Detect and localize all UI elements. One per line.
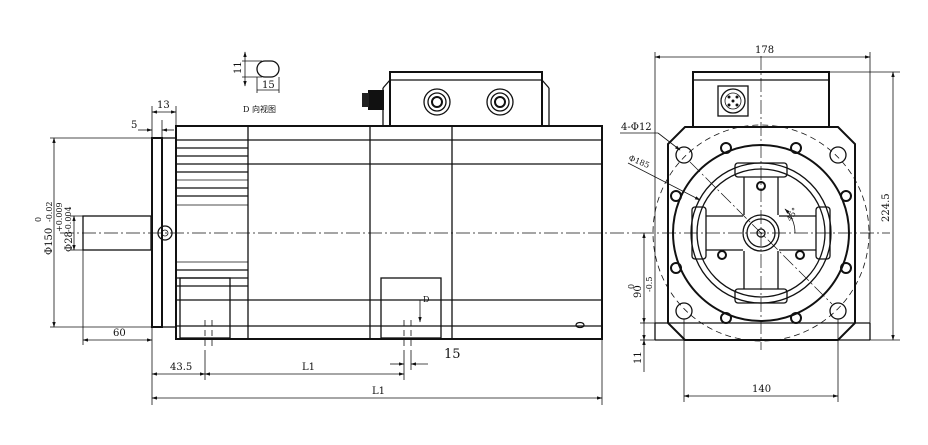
keyway-view: 11 15 D 向视图 xyxy=(233,51,280,114)
shaft-nut-icon xyxy=(157,225,173,241)
dim-shaft-length: 60 xyxy=(113,328,126,339)
foot-block-front xyxy=(179,277,231,339)
dim-shoulder: 13 xyxy=(157,100,170,111)
cable-gland-icon xyxy=(486,88,514,116)
dim-width-top: 178 xyxy=(755,45,774,56)
dim-angle: 45° xyxy=(785,206,800,223)
dim-l1-total: L1 xyxy=(372,386,385,397)
dim-flange-tol-bot: -0.02 xyxy=(45,201,54,222)
dim-flange-tol-top: 0 xyxy=(34,217,43,222)
dim-flange-dia: Φ150 xyxy=(44,228,55,255)
d-view-title: D 向视图 xyxy=(243,104,276,114)
dim-shaft-dia: Φ28 xyxy=(64,231,75,252)
dim-flange-thickness: 5 xyxy=(131,120,137,131)
dim-pcd: Φ185 xyxy=(627,154,651,171)
dim-shaft-tol-top: +0.009 xyxy=(55,202,64,232)
dim-center-tol-bot: -0.5 xyxy=(645,277,654,292)
keyway-shape xyxy=(256,60,280,78)
terminal-box xyxy=(362,71,550,127)
flange-circle xyxy=(672,144,850,322)
dim-foot-spacing: 140 xyxy=(752,384,771,395)
cable-gland-icon xyxy=(423,88,451,116)
motor-body xyxy=(175,125,603,340)
dim-offset: 43.5 xyxy=(170,362,192,373)
cooling-fins xyxy=(176,147,248,287)
keyway-width-label: 15 xyxy=(262,80,275,91)
dim-center-tol-top: 0 xyxy=(627,284,636,289)
drain-hole-icon xyxy=(575,321,585,329)
shaft-end-icon xyxy=(742,214,780,252)
connector-icon xyxy=(717,85,749,117)
cooling-slots xyxy=(691,162,831,304)
foot-block-rear xyxy=(380,277,442,339)
mounting-flange xyxy=(151,137,163,328)
dim-l1-inner: L1 xyxy=(302,362,315,373)
dim-height-total: 224.5 xyxy=(881,193,892,222)
front-view: 4-Φ12 Φ185 45° 178 224.5 90 0 -0.5 11 14… xyxy=(620,45,900,402)
dim-holes: 4-Φ12 xyxy=(621,122,652,133)
dim-center-height: 90 xyxy=(633,285,644,298)
screw-holes xyxy=(670,142,852,324)
dim-shaft-tol-bot: -0.004 xyxy=(64,206,73,232)
connector-plug-icon xyxy=(362,90,384,110)
dim-keyway-15: 15 xyxy=(444,347,461,362)
dim-foot-thickness: 11 xyxy=(633,351,644,364)
pcd-circle xyxy=(652,124,870,342)
view-arrow-d: D xyxy=(423,295,429,304)
terminal-box-front xyxy=(692,71,830,128)
side-view: D 13 5 Φ150 0 -0.02 Φ28 +0.009 -0.004 60 xyxy=(34,71,640,405)
keyway-height-label: 11 xyxy=(233,61,244,74)
